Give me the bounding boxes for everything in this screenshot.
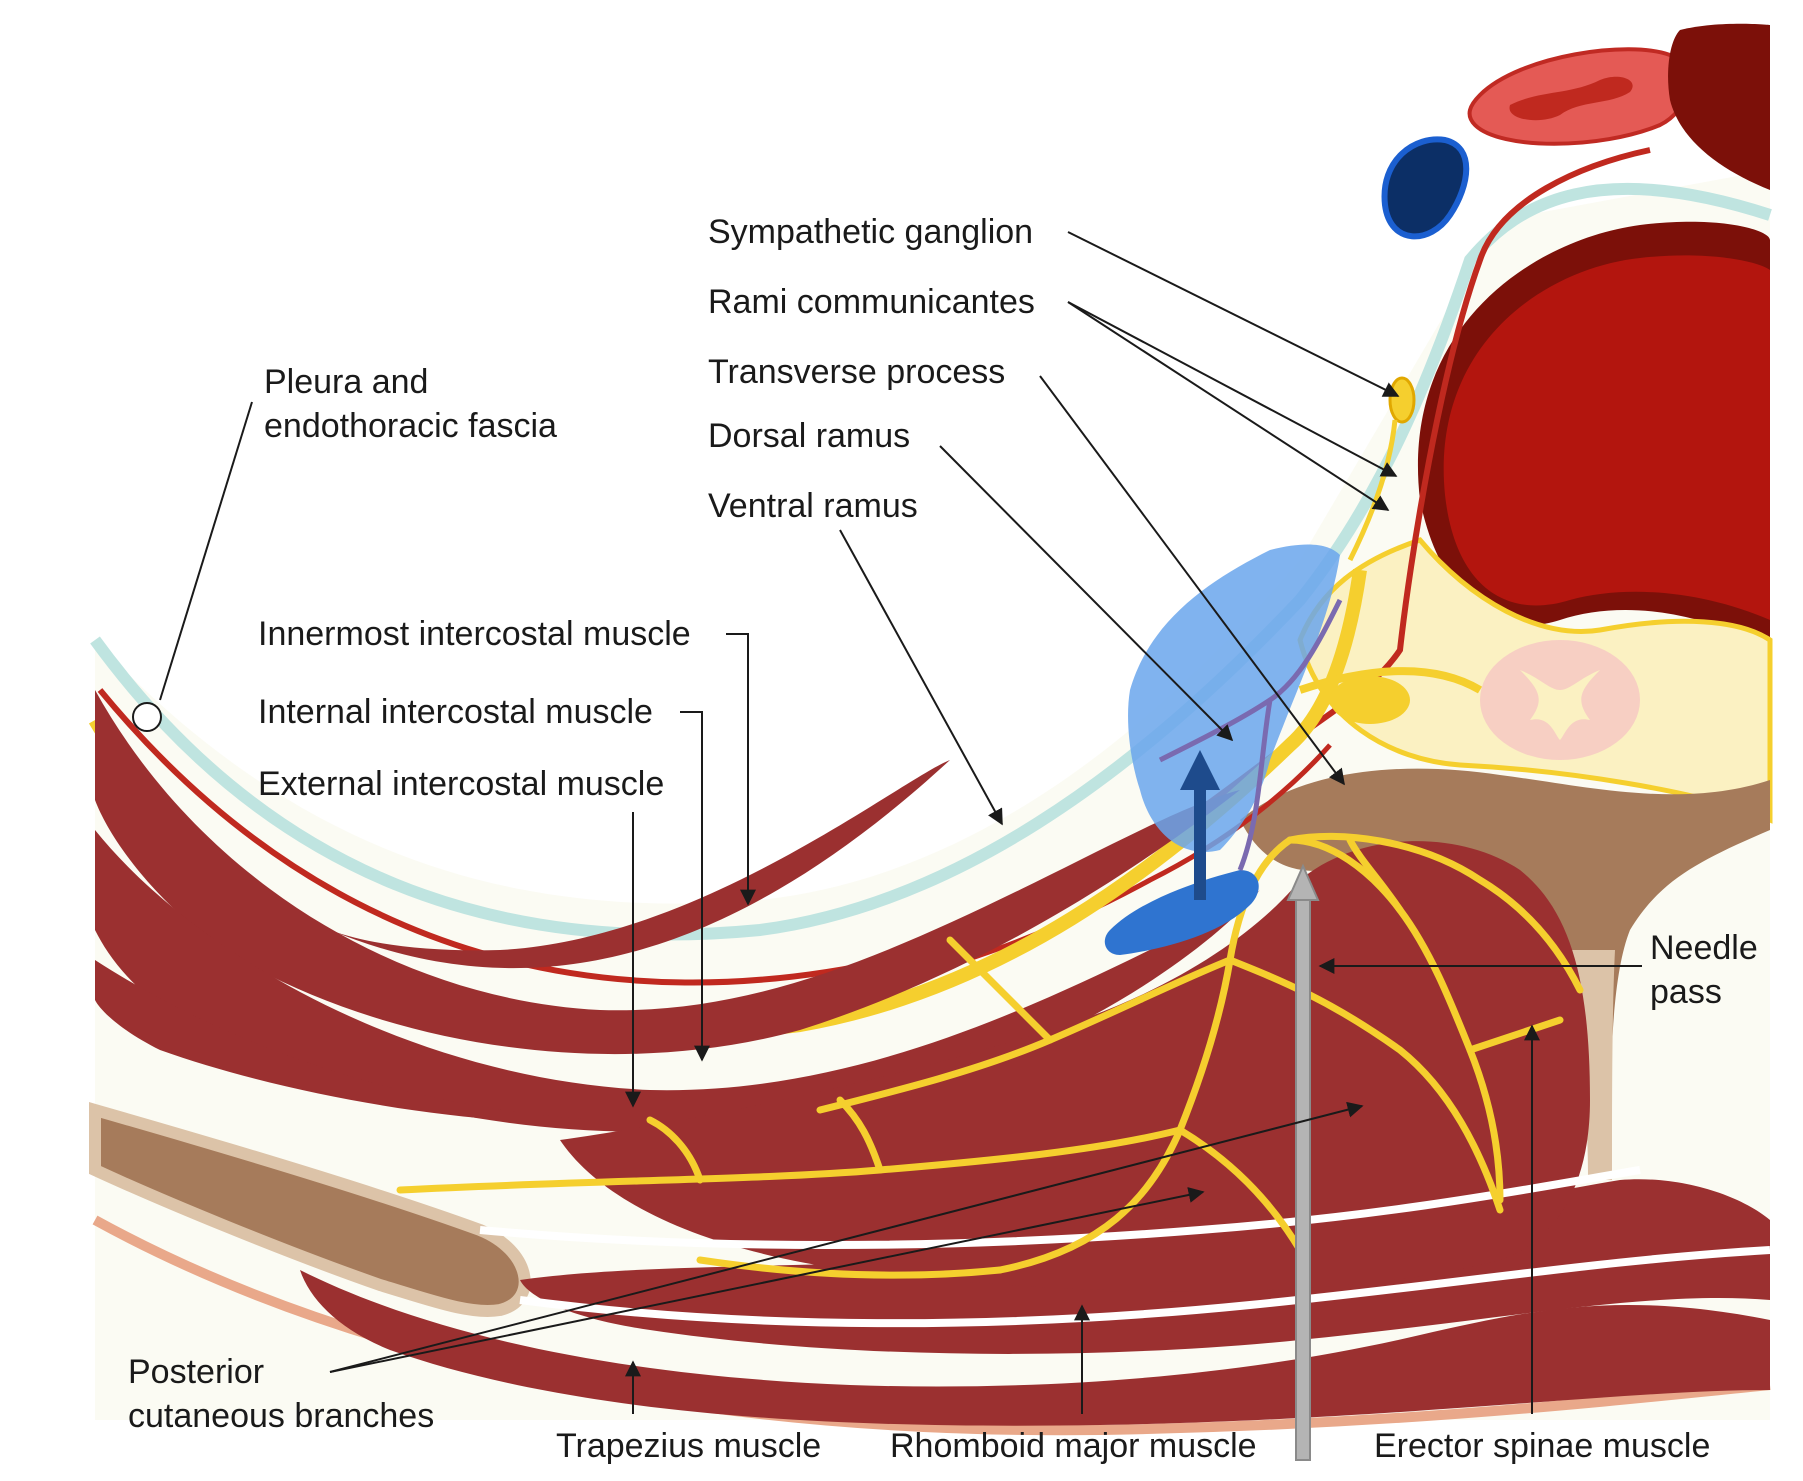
label-needle-line1: Needle: [1650, 926, 1758, 970]
label-posterior-line2: cutaneous branches: [128, 1394, 434, 1438]
label-external-intercostal: External intercostal muscle: [258, 762, 664, 806]
label-posterior-line1: Posterior: [128, 1350, 264, 1394]
azygos-vein: [1385, 139, 1467, 236]
label-transverse-process: Transverse process: [708, 350, 1005, 394]
label-pleura-line2: endothoracic fascia: [264, 404, 557, 448]
label-rhomboid: Rhomboid major muscle: [890, 1424, 1257, 1468]
label-internal-intercostal: Internal intercostal muscle: [258, 690, 653, 734]
artery-right: [1668, 24, 1770, 190]
dorsal-root-ganglion: [1330, 676, 1410, 724]
sympathetic-ganglion: [1390, 378, 1414, 422]
label-dorsal-ramus: Dorsal ramus: [708, 414, 910, 458]
label-trapezius: Trapezius muscle: [556, 1424, 821, 1468]
needle-shaft: [1296, 900, 1310, 1460]
label-ventral-ramus: Ventral ramus: [708, 484, 918, 528]
label-pleura-line1: Pleura and: [264, 360, 428, 404]
label-erector: Erector spinae muscle: [1374, 1424, 1710, 1468]
label-innermost-intercostal: Innermost intercostal muscle: [258, 612, 691, 656]
label-rami-communicantes: Rami communicantes: [708, 280, 1035, 324]
label-needle-line2: pass: [1650, 970, 1722, 1014]
label-sympathetic-ganglion: Sympathetic ganglion: [708, 210, 1033, 254]
